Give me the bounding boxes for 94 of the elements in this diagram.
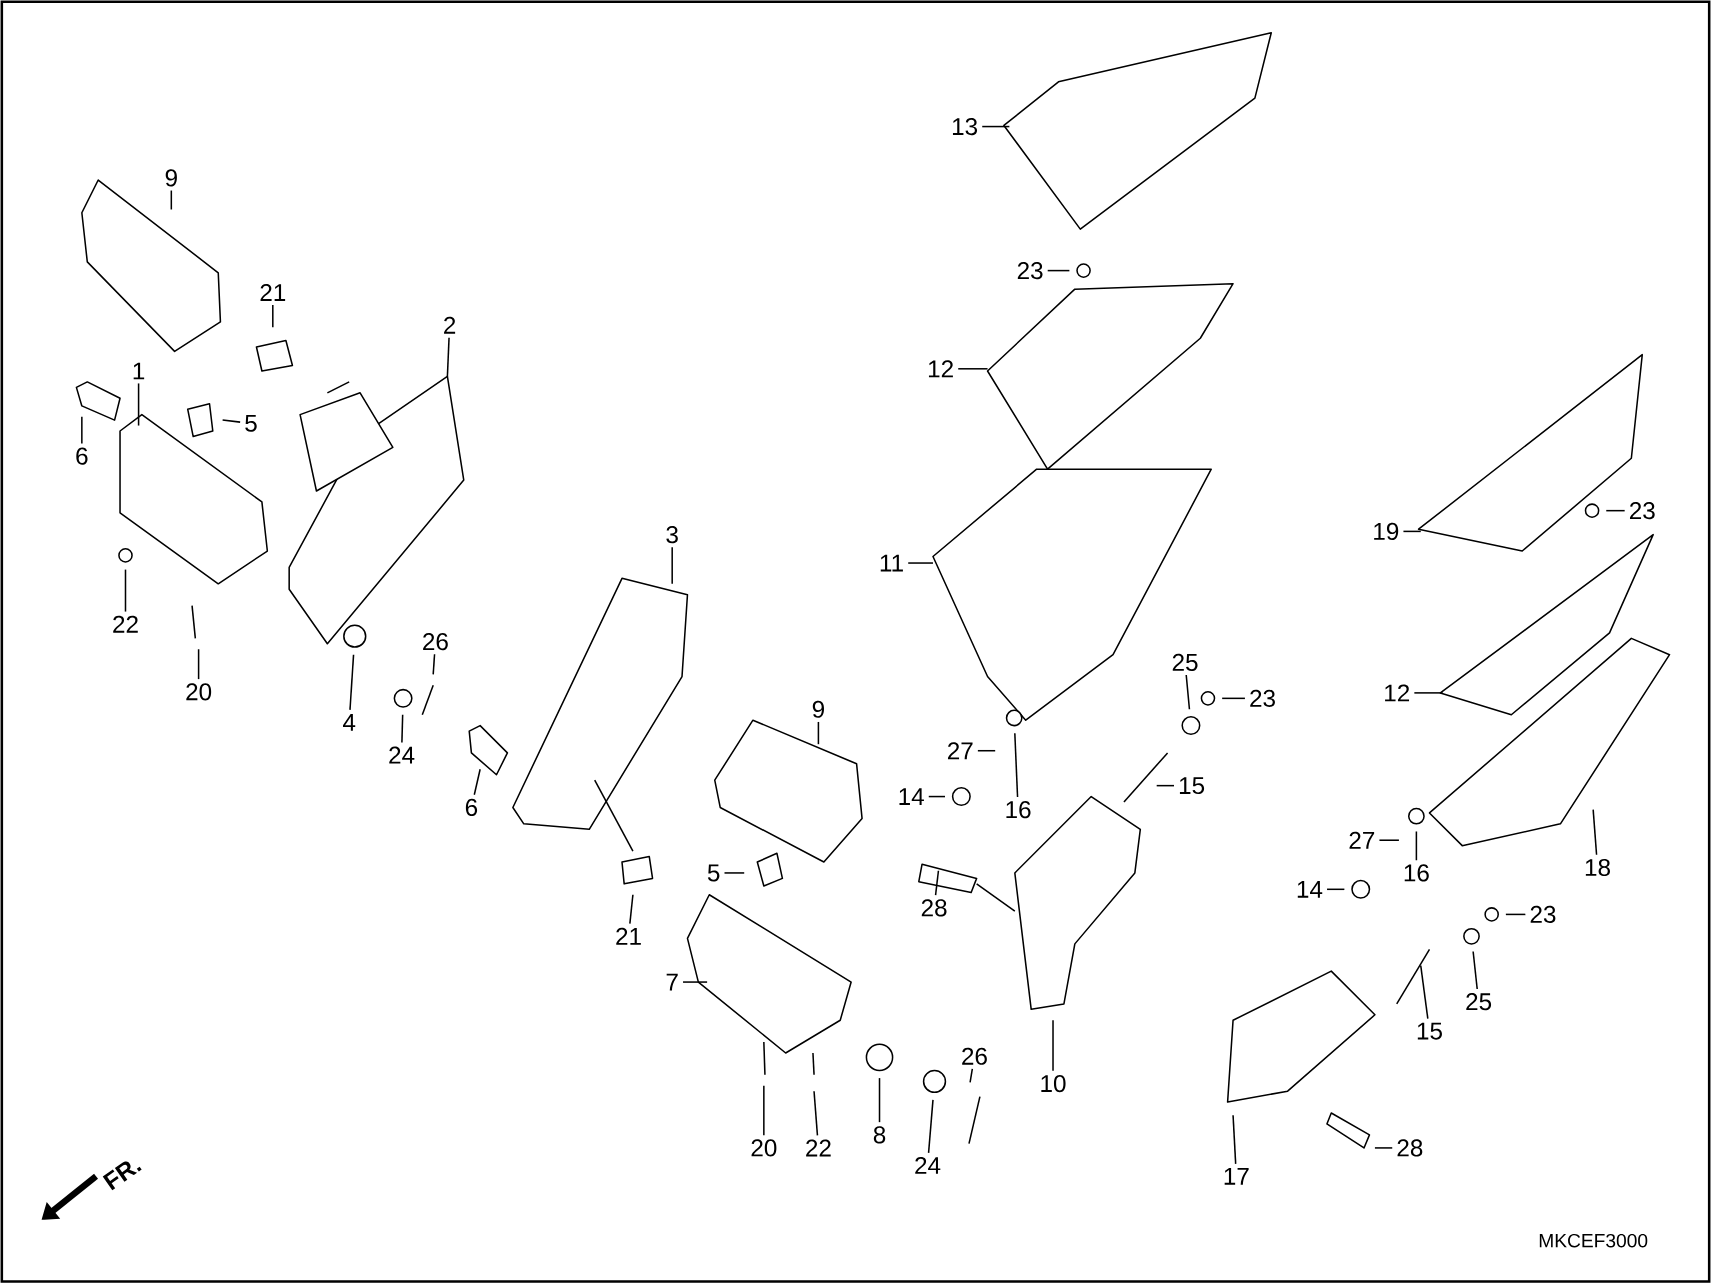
leader-line — [124, 568, 127, 613]
callout-number: 18 — [1585, 858, 1610, 876]
leader-line — [907, 562, 934, 564]
leader-line — [221, 419, 241, 423]
callout-number: 22 — [806, 1139, 831, 1157]
callout-number: 16 — [1006, 800, 1031, 819]
leader-line — [1052, 1019, 1054, 1072]
callout-number: 12 — [1385, 684, 1410, 702]
callout-number: 23 — [1250, 689, 1275, 707]
leader-line — [1185, 674, 1191, 710]
callout-number: 15 — [1179, 777, 1205, 794]
leader-line — [1014, 732, 1019, 798]
callout-number: 21 — [616, 927, 641, 945]
callout-number: 5 — [245, 414, 257, 432]
leader-line — [981, 125, 1011, 128]
leader-line — [763, 1084, 765, 1136]
callout-number: 12 — [928, 360, 953, 378]
callout-number: 9 — [812, 700, 824, 718]
callout-number: 28 — [1397, 1139, 1423, 1157]
callout-number: 20 — [751, 1139, 777, 1157]
leader-line — [432, 653, 436, 675]
leader-line — [1378, 839, 1400, 841]
callout-number: 27 — [1349, 831, 1375, 849]
callout-number: 16 — [1404, 864, 1429, 882]
callout-number: 7 — [666, 973, 678, 991]
callout-number: 23 — [1017, 261, 1043, 280]
leader-line — [723, 872, 745, 874]
leader-line — [137, 382, 140, 427]
leader-line — [272, 304, 274, 328]
text-label: FR. — [102, 1161, 142, 1191]
leader-line — [446, 336, 450, 378]
leader-line — [1402, 530, 1422, 533]
callout-number: 9 — [165, 169, 177, 187]
leader-line — [817, 721, 820, 745]
callout-number: 27 — [948, 742, 973, 760]
leader-line — [1046, 269, 1071, 272]
leader-line — [1415, 830, 1418, 861]
leader-line — [629, 893, 634, 925]
leader-line — [957, 367, 989, 370]
leader-line — [969, 1068, 974, 1084]
callout-number: 22 — [113, 615, 138, 633]
callout-number: 6 — [465, 798, 478, 816]
leader-line — [1374, 1147, 1393, 1149]
leader-line — [977, 749, 996, 752]
callout-number: 26 — [962, 1047, 987, 1065]
callout-number: 10 — [1041, 1074, 1066, 1093]
leader-line — [1155, 784, 1175, 787]
leader-line — [682, 981, 708, 983]
callout-number: 28 — [921, 899, 947, 917]
callout-number: 14 — [1297, 880, 1323, 898]
leader-line — [473, 768, 481, 796]
leader-line — [878, 1077, 881, 1123]
drawing-code: MKCEF3000 — [1539, 1233, 1648, 1248]
leader-line — [81, 415, 83, 445]
callout-number: 23 — [1630, 501, 1655, 520]
leader-line — [197, 648, 200, 680]
leader-line — [934, 869, 940, 896]
callout-number: 21 — [260, 283, 286, 301]
callout-number: 24 — [389, 746, 415, 764]
leader-line — [1420, 964, 1429, 1020]
callout-number: 11 — [880, 554, 903, 572]
callout-number: 25 — [1466, 993, 1492, 1011]
leader-line — [349, 653, 355, 711]
callout-number: 4 — [343, 713, 356, 731]
leader-line — [1232, 1114, 1237, 1165]
callout-number: 1 — [133, 362, 145, 380]
callout-number: 19 — [1374, 522, 1399, 540]
leader-line — [401, 713, 404, 744]
callout-number: 2 — [444, 316, 456, 334]
leader-line — [1605, 509, 1626, 512]
leader-line — [1505, 913, 1527, 916]
callout-number: 15 — [1417, 1022, 1442, 1040]
callout-number: 5 — [707, 864, 720, 882]
callout-number: 20 — [186, 683, 212, 701]
callout-number: 13 — [952, 117, 978, 136]
callout-number: 17 — [1224, 1167, 1249, 1185]
leader-line — [813, 1090, 819, 1136]
callout-number: 3 — [666, 525, 678, 544]
leader-line — [1472, 950, 1478, 990]
callout-number: 8 — [873, 1126, 886, 1144]
leader-line — [1413, 692, 1444, 694]
leader-line — [170, 189, 173, 211]
callout-number: 14 — [899, 788, 924, 805]
callout-number: 6 — [76, 447, 88, 465]
leader-line — [1592, 808, 1598, 856]
leader-line — [927, 1099, 934, 1154]
callout-number: 24 — [915, 1156, 941, 1174]
callout-number: 23 — [1530, 905, 1556, 923]
leader-line — [671, 546, 673, 585]
callout-number: 26 — [423, 632, 448, 651]
leader-line — [928, 795, 946, 798]
leader-line — [1221, 697, 1246, 699]
leader-line — [1326, 888, 1346, 890]
callout-number: 25 — [1172, 653, 1198, 671]
